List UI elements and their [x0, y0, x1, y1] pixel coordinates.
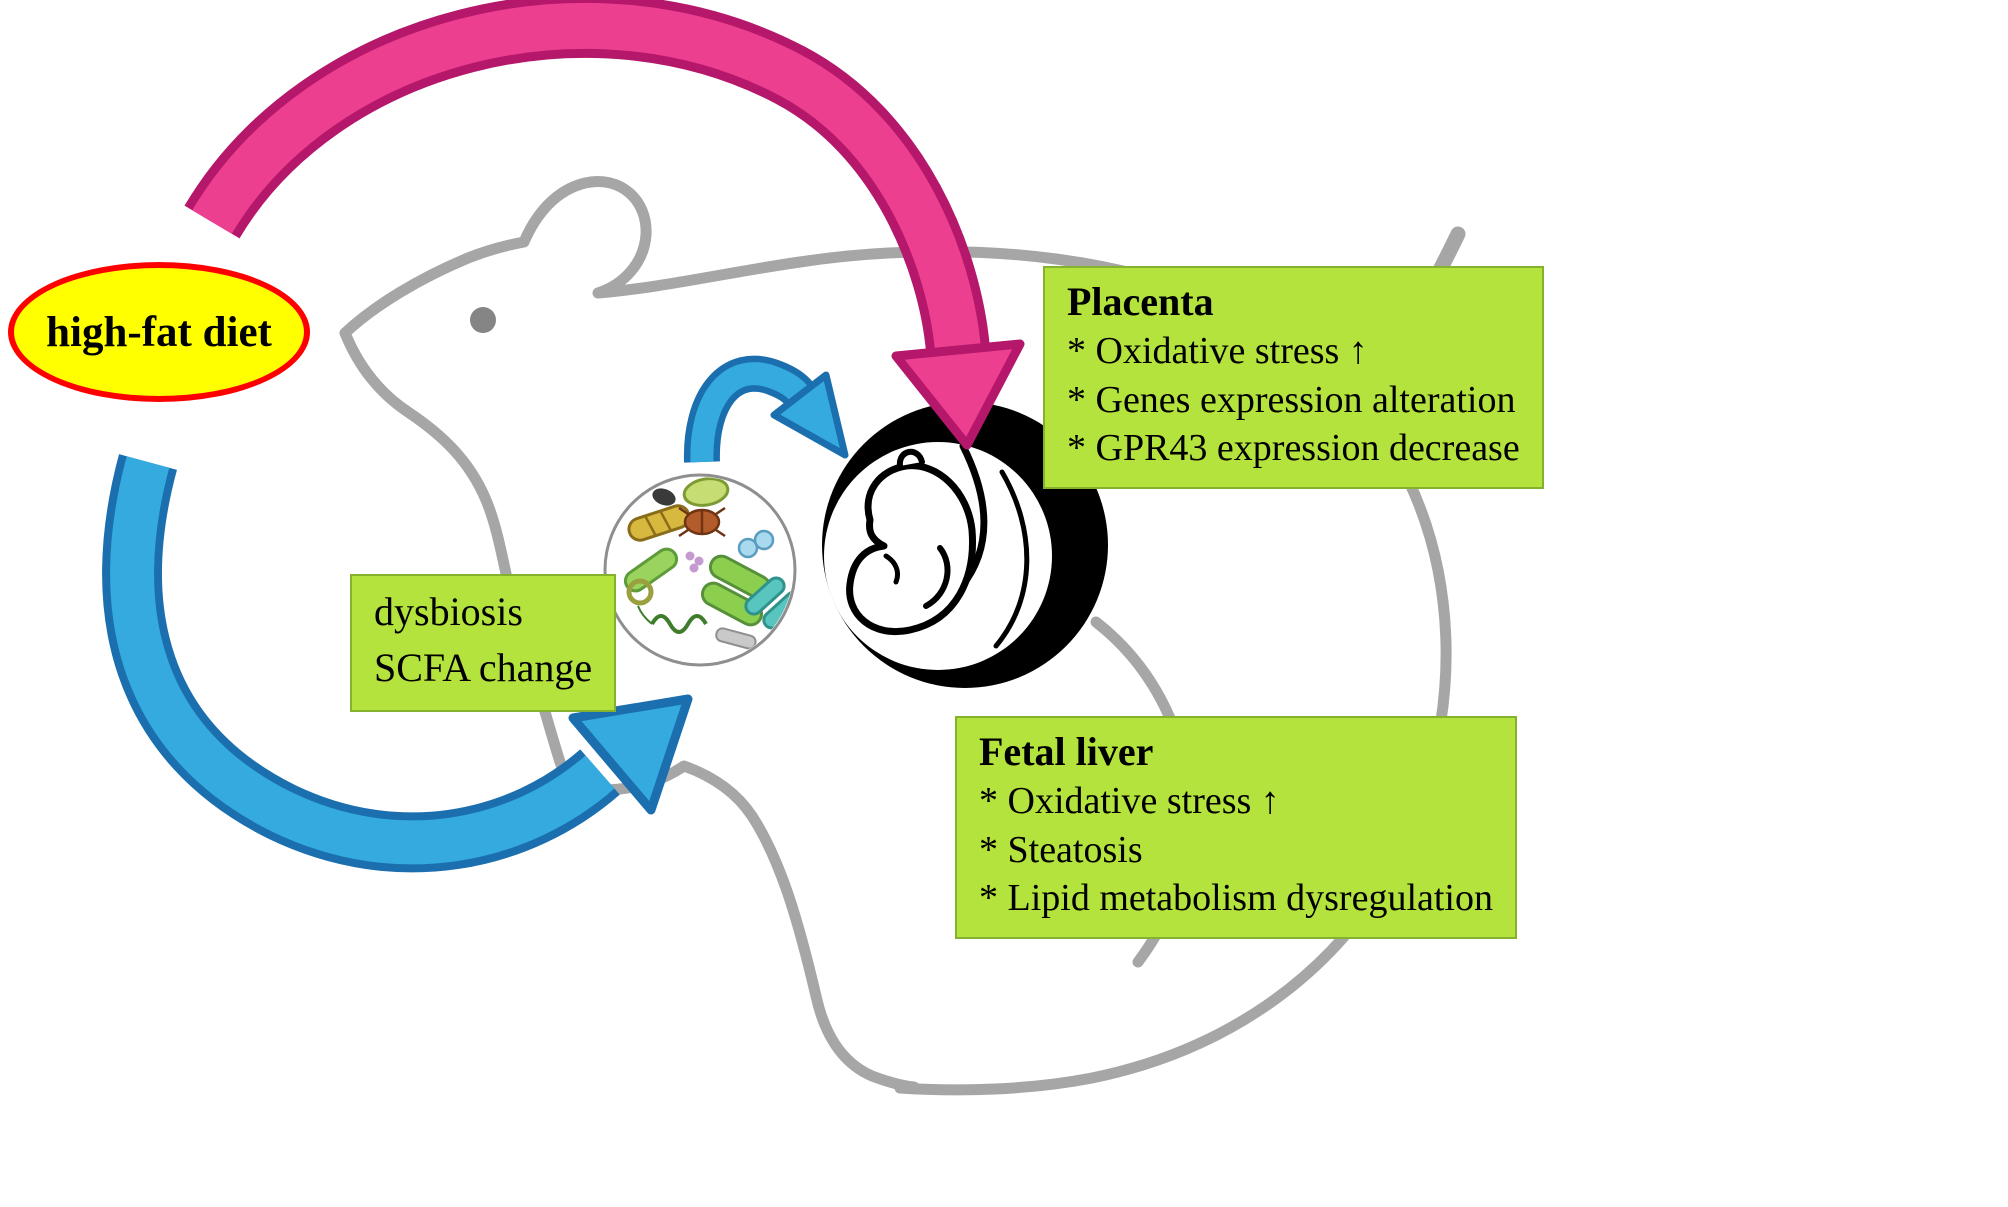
fetal-liver-box-title: Fetal liver [979, 729, 1154, 774]
placenta-box-item: * GPR43 expression decrease [1067, 427, 1520, 470]
dysbiosis-line-1: dysbiosis [374, 589, 523, 634]
pink-arrow-icon [184, 0, 1025, 450]
fetal-liver-box-item: * Oxidative stress ↑ [979, 780, 1280, 823]
mouse-eye-icon [470, 307, 496, 333]
fetal-liver-box: Fetal liver * Oxidative stress ↑ * Steat… [955, 716, 1517, 940]
fetal-liver-box-item: * Lipid metabolism dysregulation [979, 877, 1493, 920]
placenta-box-title: Placenta [1067, 279, 1214, 324]
dysbiosis-box: dysbiosis SCFA change [350, 574, 617, 712]
fetus-in-placenta-icon [822, 402, 1108, 688]
dysbiosis-line-2: SCFA change [374, 645, 593, 690]
high-fat-diet-label: high-fat diet [46, 308, 272, 356]
placenta-box-item: * Oxidative stress ↑ [1067, 330, 1368, 373]
blue-arrow-icon [102, 454, 693, 873]
fetal-liver-box-item: * Steatosis [979, 828, 1143, 871]
small-blue-arrow-icon [683, 355, 849, 463]
placenta-box: Placenta * Oxidative stress ↑ * Genes ex… [1043, 266, 1544, 490]
placenta-box-item: * Genes expression alteration [1067, 378, 1516, 421]
high-fat-diet-ellipse: high-fat diet [8, 262, 310, 402]
gut-microbiota-icon [603, 473, 797, 667]
